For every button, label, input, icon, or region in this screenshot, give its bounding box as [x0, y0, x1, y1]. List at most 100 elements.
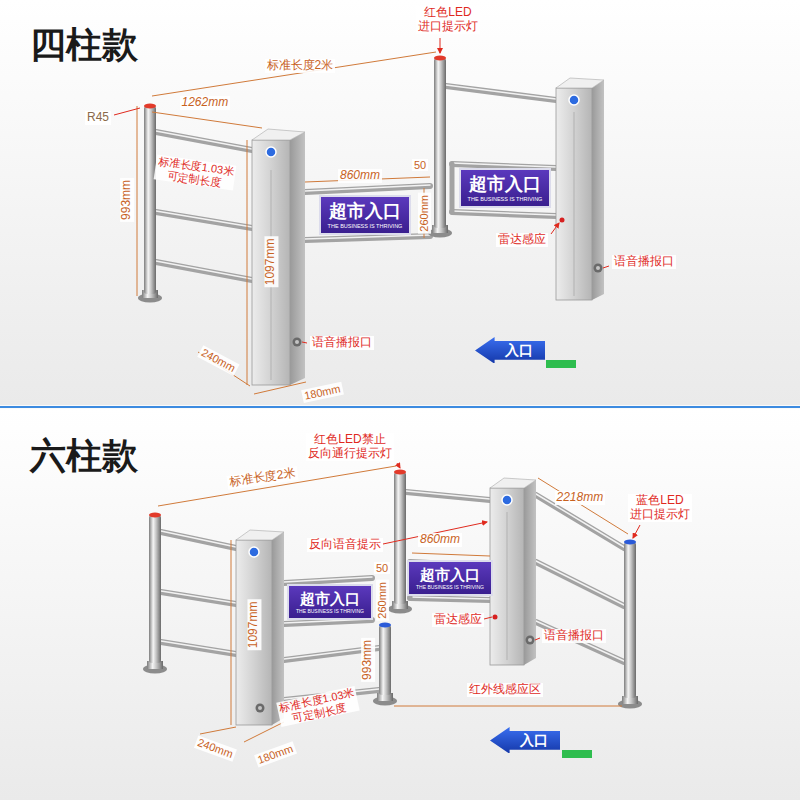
rail-highlight: [161, 641, 236, 653]
rail-highlight: [156, 261, 252, 279]
radar-sensor: [560, 218, 565, 223]
speaker-grille: [596, 266, 600, 270]
swing-arm: [305, 186, 430, 192]
rail: [156, 212, 252, 228]
speaker-grille: [594, 264, 603, 273]
speaker-grille: [293, 338, 302, 347]
arrow-shape: [475, 337, 545, 364]
dimension-label: 860mm: [338, 169, 382, 183]
callout-label: 红色LED禁止 反向通行提示灯: [306, 433, 394, 461]
swing-arm: [410, 598, 490, 600]
dimension-label: 260mm: [376, 579, 389, 620]
entrance-sign: 超市入口THE BUSINESS IS THRIVING: [287, 584, 373, 620]
panel-title: 四柱款: [28, 24, 140, 65]
dimension-label: R45: [85, 111, 111, 125]
cabinet-seam: [574, 112, 575, 296]
post: [144, 106, 156, 294]
swing-arm: [284, 620, 372, 624]
rail-highlight: [452, 211, 556, 215]
entrance-sign: 超市入口THE BUSINESS IS THRIVING: [319, 195, 412, 235]
speaker-grille: [258, 706, 262, 710]
post: [379, 625, 391, 695]
dimension-line: [137, 106, 138, 296]
dimension-label: 1097mm: [247, 600, 261, 651]
post: [394, 472, 406, 604]
logo: [502, 495, 512, 505]
leader-line: [551, 223, 559, 234]
rail-highlight: [161, 591, 236, 603]
dimension-label: 860mm: [418, 533, 462, 547]
rail-highlight: [452, 163, 556, 167]
leader-line: [633, 525, 640, 538]
leader-line: [535, 638, 540, 640]
sign-text: 超市入口: [328, 201, 403, 223]
led-cap: [434, 56, 446, 61]
rail-highlight: [536, 621, 624, 661]
cabinet-top: [490, 478, 536, 488]
post: [149, 515, 161, 663]
cabinet: [490, 488, 524, 665]
rail: [161, 642, 236, 654]
post: [624, 542, 636, 698]
swing-arm: [450, 164, 455, 212]
cabinet-side: [272, 532, 284, 725]
rail-highlight: [446, 85, 556, 99]
dimension-line: [412, 553, 490, 556]
logo: [249, 547, 259, 557]
swing-arm: [305, 236, 430, 240]
leader-line: [603, 266, 609, 268]
dimension-label: 993mm: [361, 638, 375, 682]
callout-label: 语音播报口: [612, 255, 676, 269]
panel-title: 六柱款: [28, 435, 140, 476]
rail-highlight: [284, 577, 372, 582]
rail: [161, 592, 236, 604]
dimension-line: [254, 382, 306, 394]
cabinet-top: [236, 530, 284, 540]
callout-label: 蓝色LED 进口提示灯: [628, 494, 692, 522]
callout-label: 语音播报口: [310, 336, 374, 350]
cabinet-side: [524, 480, 536, 665]
dimension-label: 标准长度2米: [265, 59, 336, 73]
dimension-line: [200, 727, 236, 734]
rail: [446, 86, 556, 100]
cabinet: [236, 540, 272, 725]
arrow-text: 入口: [505, 342, 533, 359]
leader-line: [484, 617, 492, 619]
cabinet-seam: [507, 512, 508, 660]
callout-label: 红外线感应区: [467, 683, 543, 697]
speaker-grille: [295, 340, 299, 344]
leader-line: [397, 463, 400, 468]
divider: [0, 406, 800, 408]
sign-subtext: THE BUSINESS IS THRIVING: [296, 608, 364, 614]
sign-text: 超市入口: [416, 566, 484, 584]
dimension-line: [158, 466, 396, 506]
dimension-label: 50: [412, 159, 428, 172]
led-cap: [144, 104, 156, 109]
leader-line: [114, 108, 140, 115]
rail: [406, 492, 490, 500]
dimension-label: 1262mm: [180, 96, 231, 110]
post: [434, 58, 446, 228]
panel-ground: [0, 0, 800, 405]
entrance-arrow: 入口: [475, 337, 545, 364]
callout-label: 红色LED 进口提示灯: [416, 6, 480, 34]
rail: [161, 532, 236, 548]
rail-highlight: [305, 235, 430, 239]
cabinet: [252, 140, 290, 385]
entrance-sign: 超市入口THE BUSINESS IS THRIVING: [407, 560, 493, 596]
rail-highlight: [156, 131, 252, 149]
rail-highlight: [536, 561, 624, 605]
cabinet-side: [592, 80, 604, 300]
swing-arm: [452, 212, 556, 216]
callout-label: 反向语音提示: [307, 538, 383, 552]
cabinet-top: [252, 129, 305, 140]
dimension-line: [247, 140, 248, 385]
callout-label: 雷达感应: [432, 613, 484, 627]
floor-marker: [546, 360, 576, 368]
dimension-line: [538, 478, 628, 534]
arrow-text: 入口: [520, 732, 548, 749]
panel-ground: [0, 409, 800, 800]
led-cap: [624, 540, 636, 545]
rail-highlight: [410, 597, 490, 599]
floor-marker: [562, 750, 592, 758]
